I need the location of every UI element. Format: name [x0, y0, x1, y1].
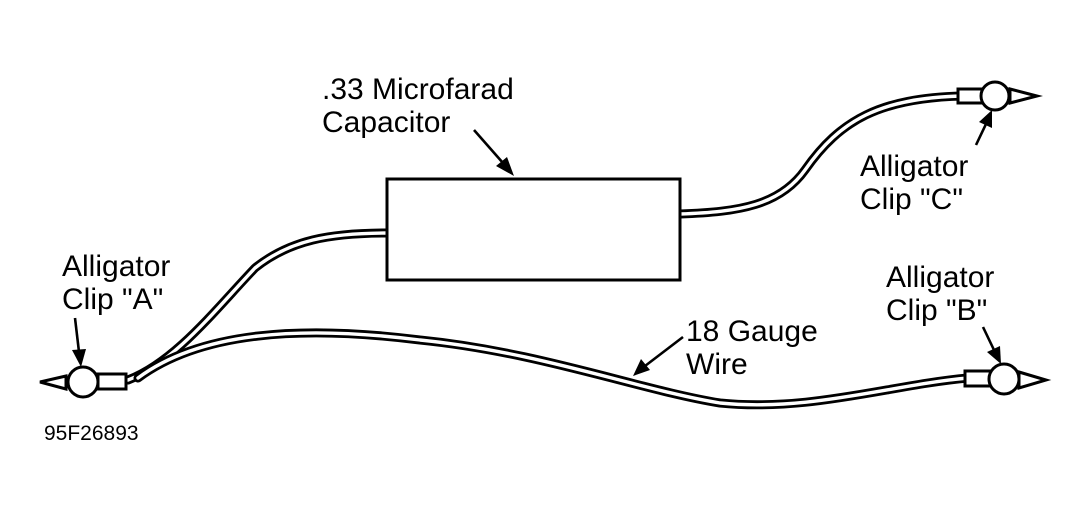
clip-b-label-line-2: Clip "B": [886, 294, 988, 327]
clip-c-label-line-1: Alligator: [860, 150, 969, 183]
wire-label-line-2: Wire: [686, 348, 748, 381]
clip-c-label-arrow: [974, 110, 992, 146]
capacitor-body: [385, 177, 682, 282]
clip-a-label-arrow: [72, 317, 86, 367]
figure-id: 95F26893: [44, 422, 139, 445]
alligator-clip-a: [39, 365, 128, 399]
capacitor-label: .33 Microfarad Capacitor: [322, 73, 514, 139]
clip-b-label-arrow: [981, 326, 1001, 364]
clip-c-label: Alligator Clip "C": [860, 150, 968, 216]
clip-b-label-line-1: Alligator: [886, 261, 995, 294]
alligator-clip-b: [963, 362, 1052, 396]
capacitor-label-line-1: .33 Microfarad: [322, 73, 514, 106]
capacitor-label-line-2: Capacitor: [322, 106, 451, 139]
clip-a-label-line-1: Alligator: [62, 250, 171, 283]
wire-label: 18 Gauge Wire: [686, 315, 818, 381]
wire-capacitor-to-clip-c: [675, 91, 967, 219]
clip-a-label: Alligator Clip "A": [62, 250, 170, 316]
wire-18-gauge: [133, 328, 973, 410]
clip-a-label-line-2: Clip "A": [62, 283, 164, 316]
wire-label-arrow: [633, 335, 684, 376]
clip-b-label: Alligator Clip "B": [886, 261, 994, 327]
wire-label-line-1: 18 Gauge: [686, 315, 818, 348]
clip-c-label-line-2: Clip "C": [860, 183, 963, 216]
capacitor-label-arrow: [473, 129, 514, 176]
alligator-clip-c: [956, 80, 1043, 112]
